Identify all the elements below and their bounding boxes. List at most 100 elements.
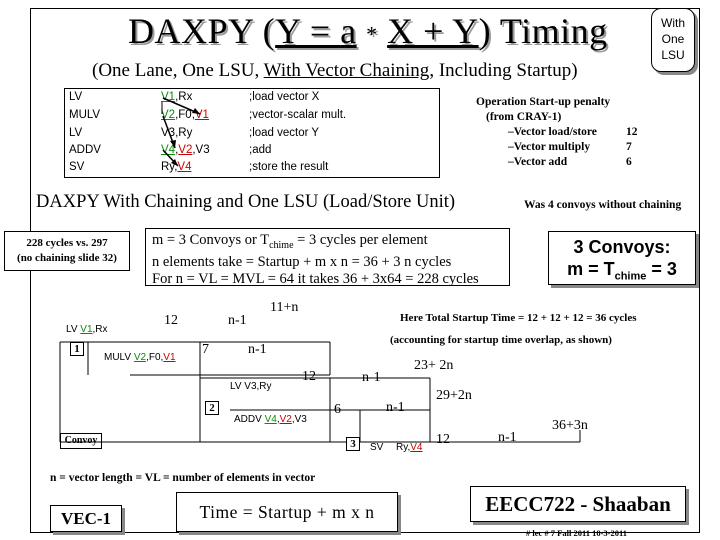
conv-text: = 3 <box>646 259 677 279</box>
convoy-number-3: 3 <box>346 437 360 451</box>
tl-12-a: 12 <box>164 313 178 328</box>
tl-text: LV <box>66 324 78 335</box>
tl-startup-total: Here Total Startup Time = 12 + 12 + 12 =… <box>400 312 637 324</box>
equation-line-1: m = 3 Convoys or Tchime = 3 cycles per e… <box>152 232 503 254</box>
tl-n1-d: n-1 <box>386 400 405 415</box>
code-args: Ry,V4 <box>161 161 191 173</box>
code-comment: ;store the result <box>249 161 329 173</box>
badge-line-2: One <box>661 32 685 46</box>
code-reg-chained: V2 <box>178 144 193 156</box>
code-reg: V4 <box>161 144 176 156</box>
tl-n1-b: n-1 <box>248 342 267 357</box>
arrowhead <box>170 140 176 148</box>
cycles-line-2: (no chaining slide 32) <box>17 252 117 264</box>
code-args: V1,Rx <box>161 91 192 103</box>
tl-reg: V4 <box>264 414 277 425</box>
penalty-row: –Vector multiply 7 <box>476 140 632 155</box>
convoys-line-2: m = Tchime = 3 <box>549 258 695 288</box>
title-prefix: DAXPY ( <box>128 11 276 51</box>
title-y: Y = <box>275 11 341 51</box>
convoy-number-1: 1 <box>70 342 84 356</box>
eq-text: m = 3 Convoys or T <box>152 232 270 248</box>
code-comment: ;load vector Y <box>249 127 320 139</box>
code-text: ,Rx <box>175 91 193 103</box>
convoy-label: Convoy <box>60 433 102 449</box>
code-op: LV <box>69 127 83 139</box>
was-four-convoys-note: Was 4 convoys without chaining <box>524 199 682 211</box>
equations-box: m = 3 Convoys or Tchime = 3 cycles per e… <box>145 228 510 287</box>
tl-6: 6 <box>334 402 341 417</box>
badge-line-1: With <box>661 16 685 30</box>
tl-lv1-label: LV V1,Rx <box>66 324 108 335</box>
penalty-label: –Vector add <box>508 156 568 168</box>
penalty-title: Operation Start-up penalty <box>476 96 611 108</box>
code-row: LV V1,Rx ;load vector X <box>69 91 439 108</box>
convoy-number-2: 2 <box>205 401 219 415</box>
penalty-value: 12 <box>626 126 638 138</box>
tl-36-3n: 36+3n <box>552 418 588 433</box>
tl-12-c: 12 <box>436 432 450 447</box>
slide-footer: # lec # 7 Fall 2011 10-3-2011 <box>526 528 628 538</box>
course-title-box: EECC722 - Shaaban <box>470 486 686 522</box>
tl-sv-label: Ry,V4 <box>396 442 423 453</box>
section-heading: DAXPY With Chaining and One LSU (Load/St… <box>36 192 456 212</box>
title-xpy: X + Y <box>387 11 479 51</box>
tl-text: ,F0, <box>146 352 164 363</box>
penalty-label: –Vector multiply <box>508 141 591 153</box>
eq-text: = 3 cycles per element <box>293 232 428 248</box>
cycles-line-1: 228 cycles vs. 297 <box>26 237 108 249</box>
subtitle-suffix: , Including Startup) <box>429 60 578 81</box>
penalty-label: –Vector load/store <box>508 126 597 138</box>
code-op: ADDV <box>69 144 101 156</box>
tl-7: 7 <box>202 342 209 357</box>
arrowhead <box>192 108 200 114</box>
conv-text: m = T <box>567 259 615 279</box>
conv-sub: chime <box>614 270 647 283</box>
code-text: ,F0, <box>175 109 195 121</box>
code-row: ADDV V4,V2,V3 ;add <box>69 144 439 161</box>
tl-reg: V1 <box>163 352 176 363</box>
code-row: MULV V2,F0,V1 ;vector-scalar mult. <box>69 109 439 126</box>
tl-text: ,V3 <box>291 414 307 425</box>
code-comment: ;vector-scalar mult. <box>249 109 347 121</box>
tl-12-b: 12 <box>302 369 316 384</box>
tl-n1-c: n-1 <box>362 370 381 385</box>
convoys-box: 3 Convoys: m = Tchime = 3 <box>548 231 696 285</box>
eq-sub: chime <box>269 239 294 251</box>
code-block: LV V1,Rx ;load vector X MULV V2,F0,V1 ;v… <box>64 88 440 178</box>
lsu-badge: With One LSU <box>651 8 695 72</box>
penalty-value: 7 <box>626 141 632 153</box>
code-op: LV <box>69 91 83 103</box>
vec-label-box: VEC-1 <box>50 505 122 532</box>
tl-reg: V4 <box>410 442 423 453</box>
slide-title: DAXPY (Y = a * X + Y) Timing <box>128 10 608 52</box>
code-op: SV <box>69 161 85 173</box>
tl-mulv-label: MULV V2,F0,V1 <box>104 352 176 363</box>
tl-23-2n: 23+ 2n <box>414 358 454 373</box>
tl-text: MULV <box>104 352 132 363</box>
code-op: MULV <box>69 109 101 121</box>
tl-11n: 11+n <box>270 300 299 315</box>
code-args: V2,F0,V1 <box>161 109 209 121</box>
convoys-line-1: 3 Convoys: <box>573 237 671 257</box>
code-comment: ;load vector X <box>249 91 320 103</box>
code-text: Ry, <box>161 161 178 173</box>
startup-penalty: Operation Start-up penalty (from CRAY-1)… <box>476 95 638 170</box>
code-row: SV Ry,V4 ;store the result <box>69 161 439 178</box>
code-reg-chained: V1 <box>194 109 209 121</box>
tl-text: , <box>276 414 280 425</box>
tl-reg: V2 <box>279 414 292 425</box>
arrowhead <box>171 159 178 166</box>
equation-line-2: n elements take = Startup + m x n = 36 +… <box>152 253 452 270</box>
code-text: ,V3 <box>192 144 210 156</box>
tl-reg: V2 <box>133 352 147 363</box>
tl-text: Ry, <box>396 442 411 453</box>
equation-line-3: For n = VL = MVL = 64 it takes 36 + 3x64… <box>152 270 479 287</box>
code-args: V4,V2,V3 <box>161 144 210 156</box>
tl-29-2n: 29+2n <box>436 388 472 403</box>
cycles-comparison-box: 228 cycles vs. 297 (no chaining slide 32… <box>4 231 130 271</box>
code-reg: V1 <box>161 91 176 103</box>
